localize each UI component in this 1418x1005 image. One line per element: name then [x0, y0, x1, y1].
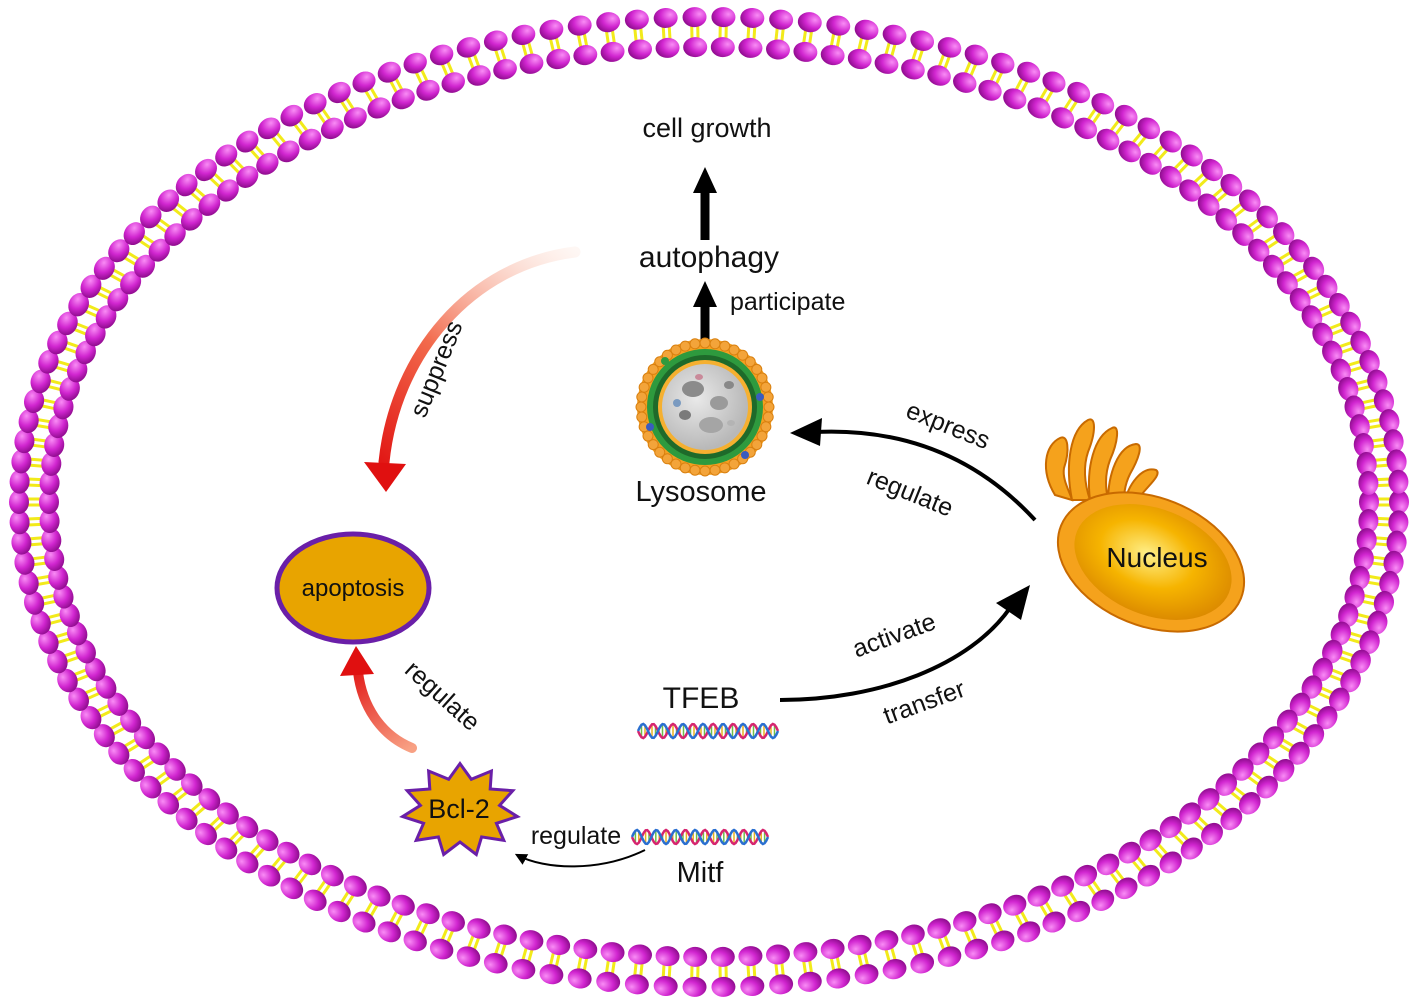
tfeb-dna-helix-icon	[636, 722, 780, 740]
lipid-heads	[9, 7, 1409, 997]
tfeb-label: TFEB	[663, 682, 740, 715]
regulate-nucleus-label: regulate	[863, 463, 957, 523]
mitf-label: Mitf	[677, 857, 725, 889]
nucleus-to-lysosome-arrow	[790, 418, 1037, 522]
lysosome	[635, 337, 775, 477]
mitf-to-bcl2-arrow	[514, 849, 646, 868]
cell-membrane	[9, 7, 1409, 997]
mitf-dna-helix-icon	[630, 828, 770, 846]
arrow-autophagy-to-cell-growth	[693, 167, 717, 240]
suppress-arrow	[364, 246, 581, 492]
lipid-tails	[27, 25, 1391, 979]
participate-label: participate	[730, 288, 845, 316]
regulate-bcl2-label: regulate	[399, 655, 485, 736]
bcl2-label: Bcl-2	[428, 794, 490, 824]
lysosome-label: Lysosome	[635, 476, 766, 508]
bcl2-to-apoptosis-arrow	[340, 646, 417, 753]
express-label: express	[902, 396, 994, 455]
apoptosis-label: apoptosis	[302, 575, 405, 602]
regulate-mitf-label: regulate	[531, 822, 621, 850]
cell-growth-label: cell growth	[642, 113, 771, 143]
apoptosis-node	[274, 531, 432, 645]
activate-label: activate	[849, 608, 940, 664]
nucleus	[1044, 418, 1246, 633]
autophagy-label: autophagy	[639, 241, 779, 274]
tfeb-to-nucleus-arrow	[779, 585, 1030, 702]
bcl2-star	[399, 761, 521, 858]
nucleus-label: Nucleus	[1106, 542, 1207, 573]
